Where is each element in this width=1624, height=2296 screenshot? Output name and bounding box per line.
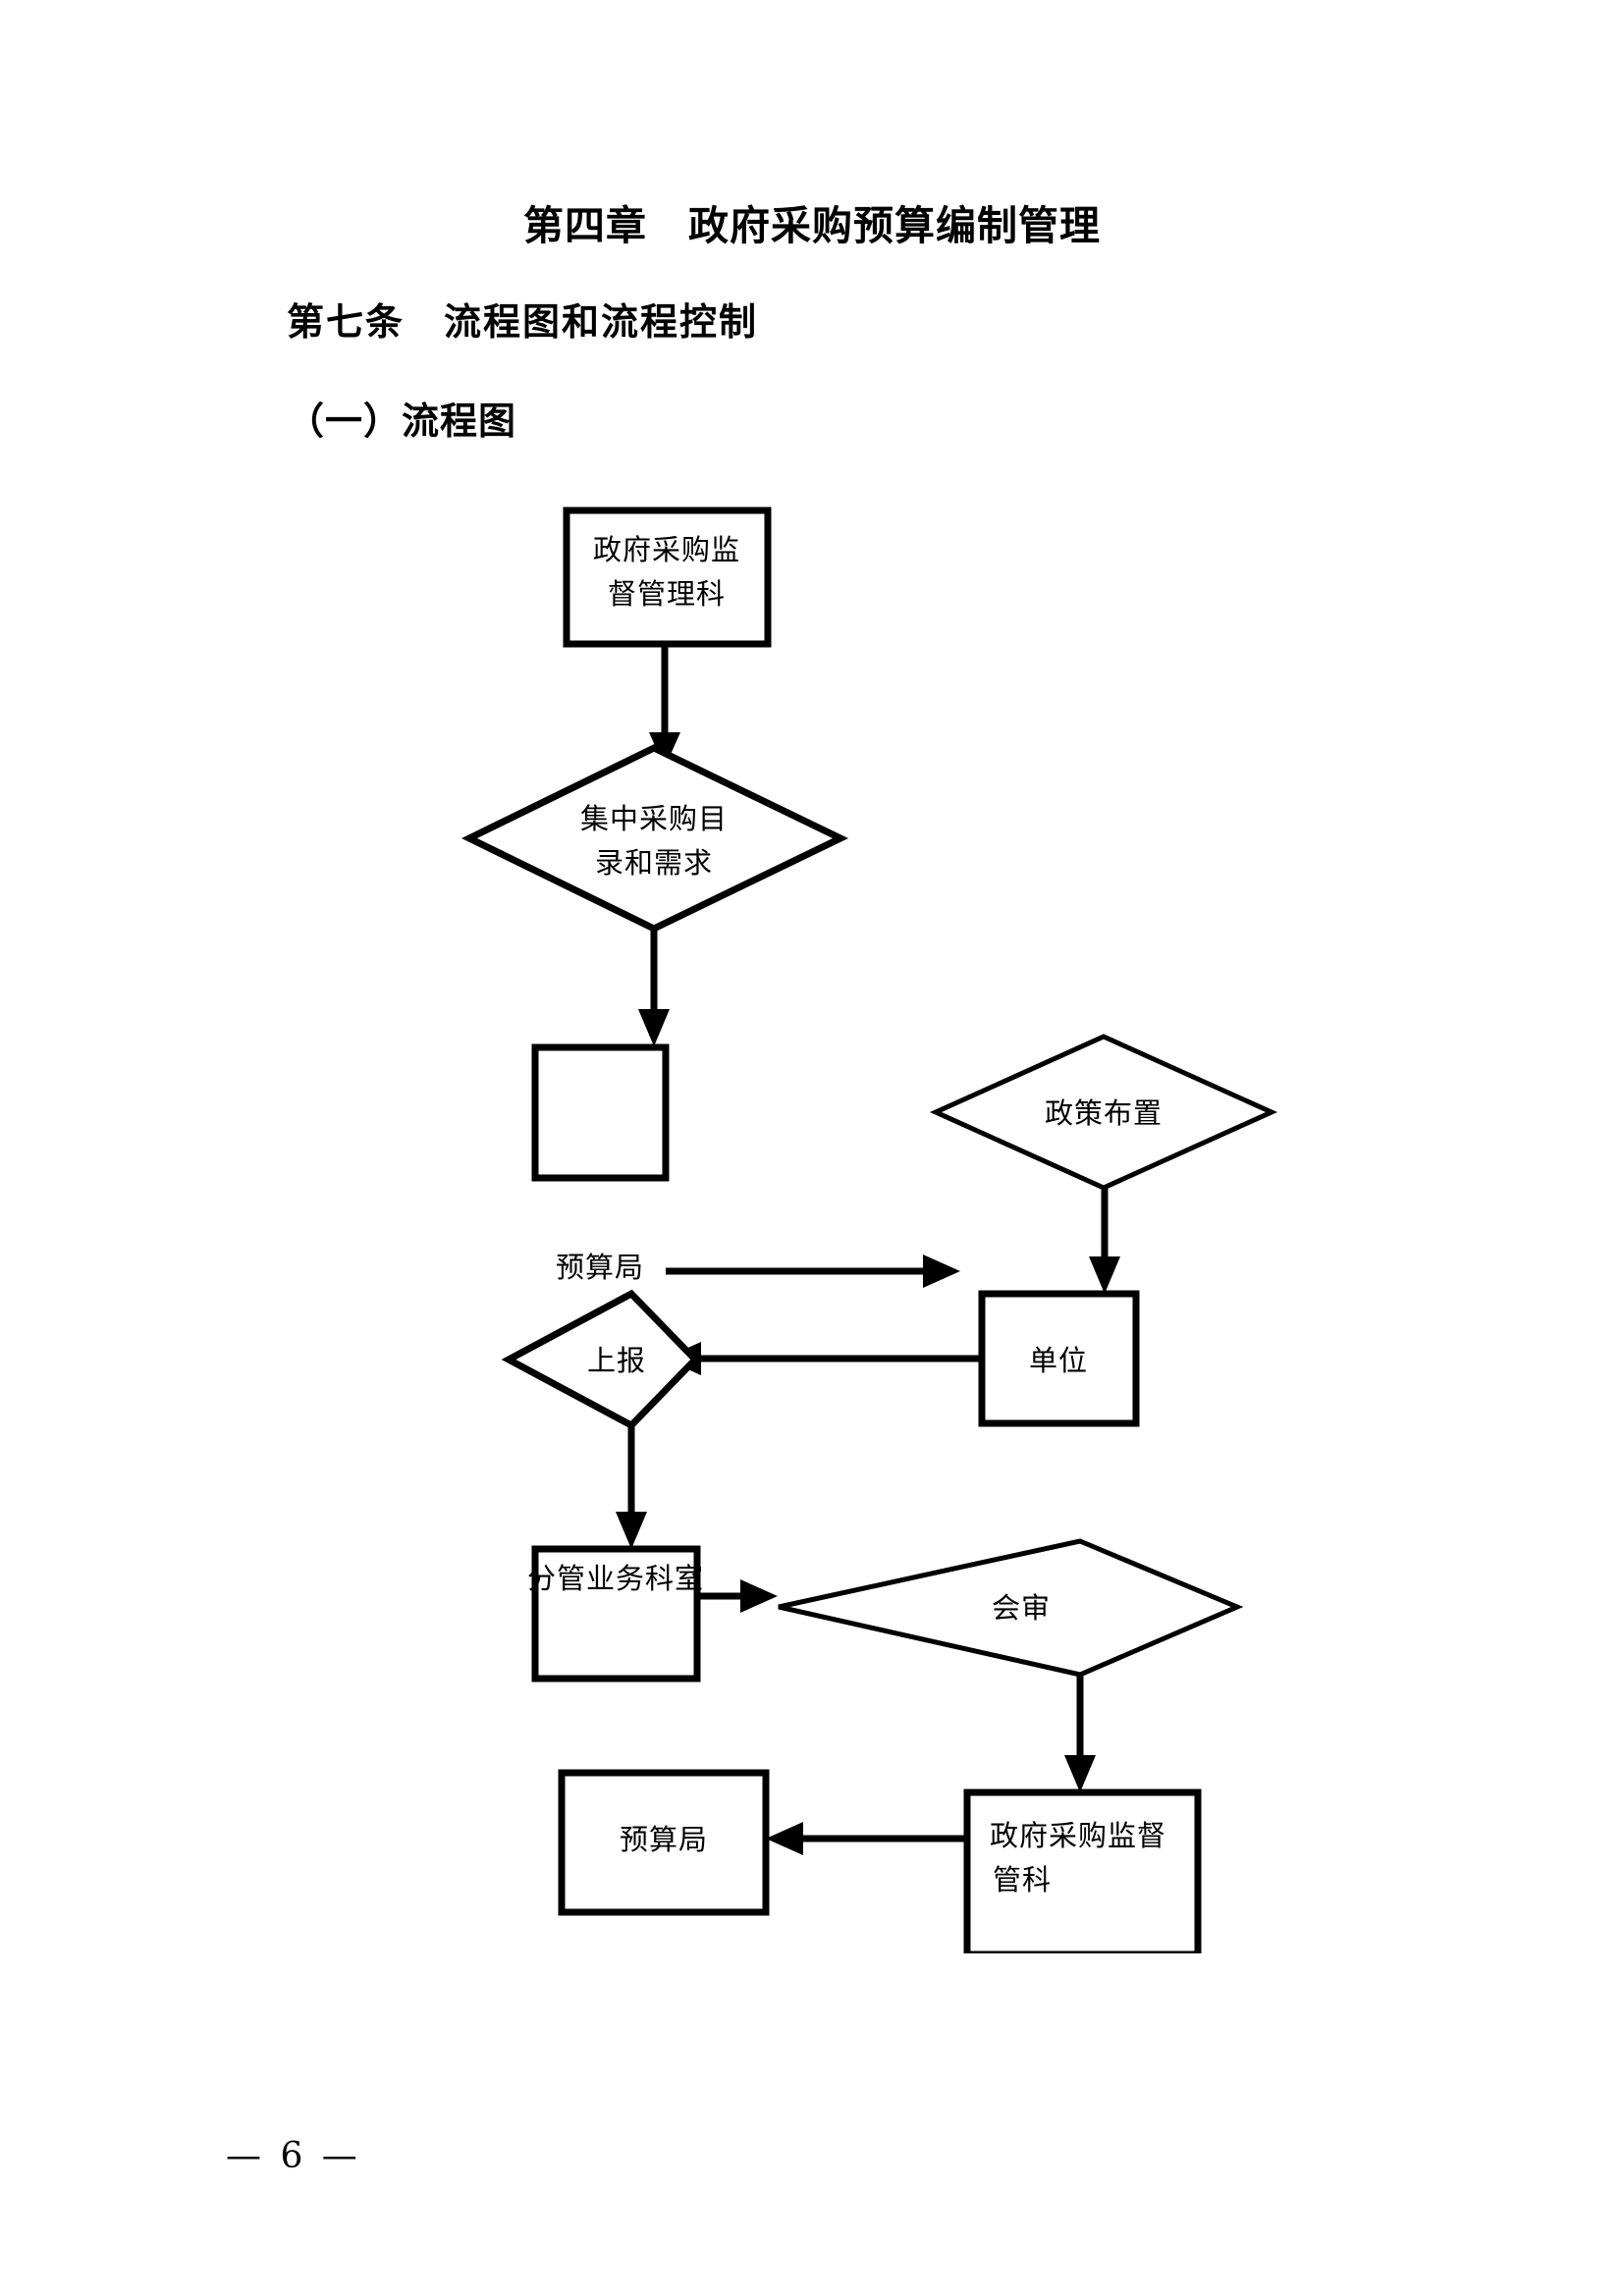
flow-node-government-procurement-supervision-dept[interactable]: 政府采购监 督管理科 xyxy=(563,507,772,648)
section-heading: （一）流程图 xyxy=(287,399,517,443)
edge-n3-n4 xyxy=(666,1255,960,1288)
flow-node-label: 政策布置 xyxy=(1045,1096,1163,1130)
flow-node-unit[interactable]: 单位 xyxy=(978,1290,1140,1427)
edge-n7-n8 xyxy=(697,1579,778,1613)
flow-node-label: 政府采购监 xyxy=(593,533,740,566)
edge-n6-n5 xyxy=(664,1342,982,1375)
flow-node-label: 上报 xyxy=(587,1344,646,1377)
flow-node-responsible-business-section[interactable]: 分管业务科室 xyxy=(527,1545,704,1682)
page-number: — 6 — xyxy=(226,2136,361,2176)
edge-n5-n7 xyxy=(616,1425,647,1549)
flow-node-procurement-supervision-section[interactable]: 政府采购监督 管科 xyxy=(963,1789,1202,1953)
page-title: 第四章 政府采购预算编制管理 xyxy=(523,202,1101,249)
flow-node-joint-review[interactable]: 会审 xyxy=(778,1538,1244,1678)
flowchart-diagram: 政府采购监 督管理科 集中采购目 录和需求 预算局 政策布置 xyxy=(0,461,1624,1953)
flow-node-report-submission[interactable]: 上报 xyxy=(501,1289,700,1430)
flow-node-policy-arrangement[interactable]: 政策布置 xyxy=(929,1034,1278,1191)
article-heading: 第七条 流程图和流程控制 xyxy=(287,299,759,344)
edge-n10-n9 xyxy=(766,1822,967,1855)
edge-n2-n3 xyxy=(638,928,670,1046)
flow-node-label: 录和需求 xyxy=(595,846,713,880)
flow-node-label: 集中采购目 xyxy=(580,802,728,835)
flow-node-budget-bureau-top[interactable]: 预算局 xyxy=(531,1043,670,1284)
flow-node-label: 会审 xyxy=(992,1591,1051,1625)
edge-n4-n6 xyxy=(1089,1188,1120,1294)
flow-node-label: 管科 xyxy=(993,1863,1052,1896)
flow-node-label: 单位 xyxy=(1029,1344,1088,1377)
flow-node-label: 分管业务科室 xyxy=(527,1562,704,1595)
flow-node-label: 预算局 xyxy=(620,1823,708,1856)
flow-node-budget-bureau-bottom[interactable]: 预算局 xyxy=(558,1769,770,1916)
flow-node-label: 督管理科 xyxy=(608,577,726,611)
flow-node-label: 预算局 xyxy=(556,1251,644,1284)
flow-node-centralized-catalog-and-demand[interactable]: 集中采购目 录和需求 xyxy=(461,744,849,933)
edge-n8-n10 xyxy=(1064,1674,1096,1792)
flow-node-label: 政府采购监督 xyxy=(990,1819,1166,1852)
